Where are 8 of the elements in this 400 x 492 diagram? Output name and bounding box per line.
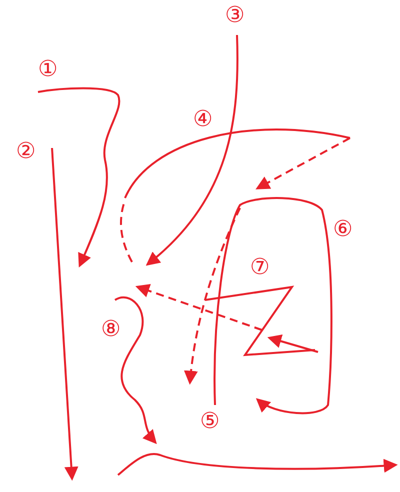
stroke-number: ⑧ xyxy=(101,318,121,342)
stroke-number: ② xyxy=(16,140,36,164)
stroke-number: ④ xyxy=(193,108,213,132)
stroke-number: ⑥ xyxy=(333,218,353,242)
stroke-number: ⑤ xyxy=(200,410,220,434)
stroke-number: ① xyxy=(38,58,58,82)
stroke-number: ③ xyxy=(225,4,245,28)
stroke-number: ⑦ xyxy=(250,256,270,280)
